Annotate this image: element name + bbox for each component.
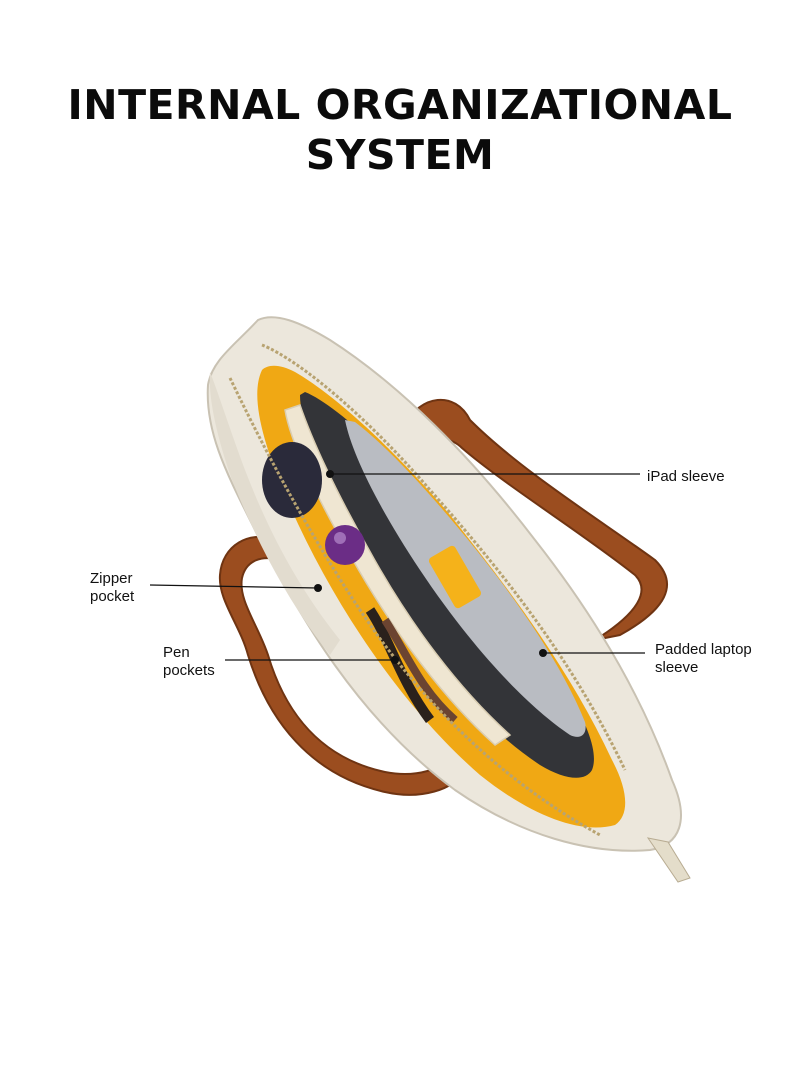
callout-zipper-line2: pocket bbox=[90, 588, 135, 605]
callout-pen-line1: Pen bbox=[163, 644, 190, 661]
callout-laptop-line1: Padded laptop bbox=[655, 641, 752, 658]
callout-line-zipper bbox=[149, 584, 319, 589]
zipper-track bbox=[261, 343, 627, 771]
bag-left-flap bbox=[209, 372, 340, 655]
callout-zipper-pocket: Zipper pocket bbox=[90, 570, 134, 606]
zipper-pull bbox=[646, 837, 691, 883]
yellow-strap bbox=[428, 545, 482, 609]
title-line-1: INTERNAL ORGANIZATIONAL bbox=[67, 81, 733, 129]
callout-dot-ipad bbox=[326, 470, 334, 478]
purple-item bbox=[325, 525, 365, 565]
callout-dot-pen bbox=[391, 656, 399, 664]
ipad-sleeve bbox=[284, 404, 512, 746]
dark-pouch bbox=[262, 442, 322, 518]
callout-laptop-sleeve: Padded laptop sleeve bbox=[655, 641, 752, 677]
callout-dot-laptop bbox=[539, 649, 547, 657]
callout-dot-zipper bbox=[314, 584, 322, 592]
callout-laptop-line2: sleeve bbox=[655, 659, 699, 676]
callout-pen-line2: pockets bbox=[163, 662, 215, 679]
callout-ipad-sleeve: iPad sleeve bbox=[647, 468, 725, 486]
title-line-2: SYSTEM bbox=[305, 131, 495, 179]
page-title: INTERNAL ORGANIZATIONAL SYSTEM bbox=[0, 80, 800, 180]
callout-zipper-line1: Zipper bbox=[90, 570, 133, 587]
callout-pen-pockets: Pen pockets bbox=[163, 644, 215, 680]
callout-ipad-line1: iPad sleeve bbox=[647, 468, 725, 485]
